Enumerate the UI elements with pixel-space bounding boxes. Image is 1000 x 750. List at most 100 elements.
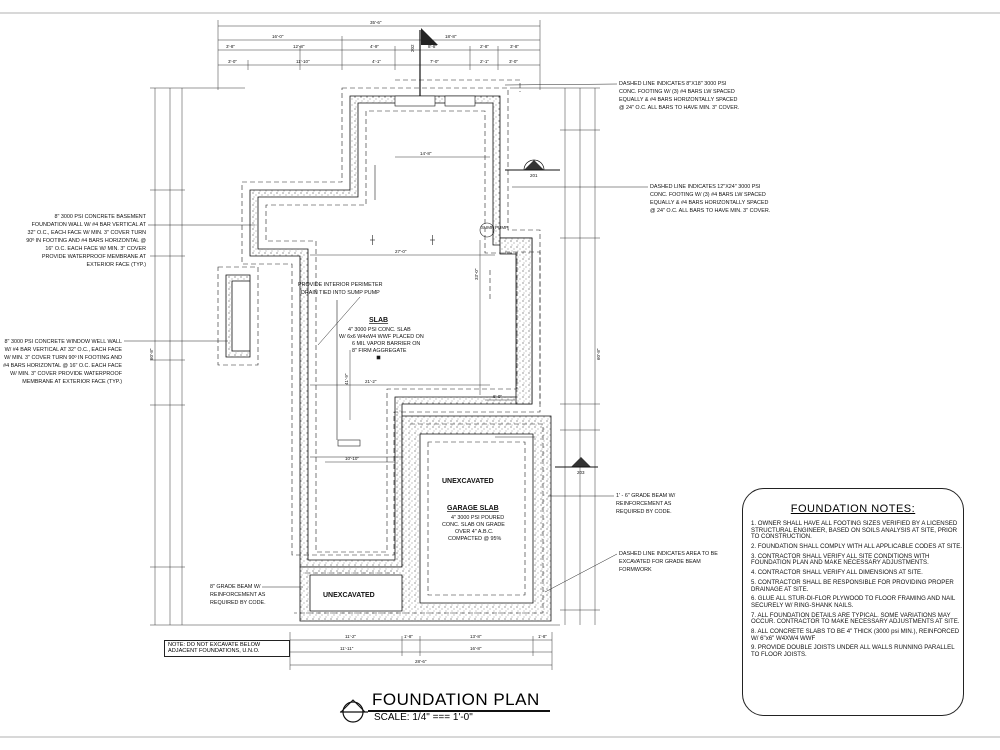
callout-grade-beam-8: 8" GRADE BEAM W/ REINFORCEMENT AS REQUIR… — [210, 584, 266, 606]
dim-bottom-total: 28'-6" — [415, 659, 427, 664]
dim-left-total: 60'-8" — [149, 348, 154, 360]
foundation-note: 6. GLUE ALL STUR-DI-FLOR PLYWOOD TO FLOO… — [751, 595, 956, 609]
svg-text:16" O.C. EACH FACE W/ MIN. 3: 16" O.C. EACH FACE W/ MIN. 3" COVER — [45, 246, 146, 252]
foundation-note: 3. CONTRACTOR SHALL VERIFY ALL SITE COND… — [751, 552, 930, 567]
svg-text:6 MIL VAPOR BARRIER ON: 6 MIL VAPOR BARRIER ON — [352, 341, 420, 347]
svg-text:1' - 6" GRADE BEAM W/: 1' - 6" GRADE BEAM W/ — [616, 493, 676, 499]
dim-top-row2-b: 12'-8" — [293, 44, 305, 49]
garage-grade-beam — [299, 415, 552, 622]
dim-top-row3-f: 3'-0" — [509, 59, 518, 64]
right-window-well — [499, 237, 533, 405]
slab-spec: 4" 3000 PSI CONC. SLAB W/ 6x6 W4xW4 WWF … — [339, 327, 424, 354]
dim-top-row3-b: 11'-10" — [296, 59, 310, 64]
svg-text:203: 203 — [577, 470, 585, 475]
callout-grade-beam-1-6: 1' - 6" GRADE BEAM W/ REINFORCEMENT AS R… — [616, 493, 676, 515]
svg-text:DASHED LINE INDICATES AREA TO: DASHED LINE INDICATES AREA TO BE — [619, 551, 718, 557]
excavate-note: NOTE: DO NOT EXCAVATE BELOW ADJACENT FOU… — [164, 640, 290, 657]
foundation-note: 5. CONTRACTOR SHALL BE RESPONSIBLE FOR P… — [751, 578, 954, 593]
slab-title: SLAB — [369, 317, 388, 324]
interior-details — [310, 165, 535, 458]
dim-interior-6-0: 6'-0" — [493, 394, 502, 399]
svg-text:OVER 4" A.B.C.: OVER 4" A.B.C. — [455, 529, 493, 535]
svg-text:EXCAVATED FOR GRADE BEAM: EXCAVATED FOR GRADE BEAM — [619, 559, 701, 565]
svg-text:W/ MIN. 3" COVER PROVIDE WATER: W/ MIN. 3" COVER PROVIDE WATERPROOF — [10, 371, 123, 377]
svg-text:EXTERIOR FACE (TYP.): EXTERIOR FACE (TYP.) — [86, 262, 146, 268]
dim-interior-33-0: 33'-0" — [474, 268, 479, 280]
foundation-note: 2. FOUNDATION SHALL COMPLY WITH ALL APPL… — [751, 542, 962, 550]
dim-bottom-row1-b: 1'-8" — [404, 634, 413, 639]
leader-grade-beam-area — [544, 553, 618, 593]
svg-text:@ 24" O.C. ALL BARS TO HAVE MI: @ 24" O.C. ALL BARS TO HAVE MIN. 3" COVE… — [650, 208, 770, 214]
callout-footing-12x24: DASHED LINE INDICATES 12"X24" 3000 PSI C… — [650, 184, 770, 214]
svg-text:REINFORCEMENT AS: REINFORCEMENT AS — [616, 501, 672, 507]
svg-text:@ 24" O.C. ALL BARS TO HAVE MI: @ 24" O.C. ALL BARS TO HAVE MIN. 3" COVE… — [619, 105, 739, 111]
svg-text:DASHED LINE INDICATES 8"X18" 3: DASHED LINE INDICATES 8"X18" 3000 PSI — [619, 81, 726, 87]
callout-window-well: 8" 3000 PSI CONCRETE WINDOW WELL WALL W/… — [3, 339, 123, 385]
dim-interior-21-2: 21'-2" — [365, 379, 377, 384]
svg-text:REQUIRED BY CODE.: REQUIRED BY CODE. — [616, 509, 672, 515]
drawing-scale: SCALE: 1/4" === 1'-0" — [374, 712, 473, 723]
unexcavated-right-label: UNEXCAVATED — [442, 478, 494, 485]
foundation-note: 4. CONTRACTOR SHALL VERIFY ALL DIMENSION… — [751, 569, 923, 577]
svg-text:8" 3000 PSI CONCRETE BASEMENT: 8" 3000 PSI CONCRETE BASEMENT — [55, 214, 147, 220]
dim-interior-41-9: 41'-9" — [344, 373, 349, 385]
svg-text:90º IN FOOTING AND #4 BARS HOR: 90º IN FOOTING AND #4 BARS HORIZONTAL @ — [26, 238, 146, 244]
dim-interior-10-10: 10'-10" — [345, 456, 359, 461]
dim-top-row3-a: 3'-0" — [228, 59, 237, 64]
svg-text:DASHED LINE INDICATES 12"X24": DASHED LINE INDICATES 12"X24" 3000 PSI — [650, 184, 760, 190]
window-well-wall — [225, 274, 251, 358]
drawing-title-underline — [368, 710, 550, 712]
foundation-note: 9. PROVIDE DOUBLE JOISTS UNDER ALL WALLS… — [751, 644, 955, 658]
svg-text:EQUALLY & #4 BARS HORIZONTALLY: EQUALLY & #4 BARS HORIZONTALLY SPACED — [619, 97, 737, 103]
dim-right-total: 60'-8" — [596, 348, 601, 360]
dim-bottom-row1-d: 1'-8" — [538, 634, 547, 639]
dim-bottom-row1-a: 11'-2" — [345, 634, 357, 639]
svg-text:8" FIRM AGGREGATE: 8" FIRM AGGREGATE — [352, 348, 407, 354]
svg-text:W/ 6x6 W4xW4 WWF PLACED ON: W/ 6x6 W4xW4 WWF PLACED ON — [339, 334, 424, 340]
dim-top-total: 35'-6" — [370, 20, 382, 25]
leader-footing-8x18 — [504, 83, 618, 86]
svg-text:4" 3000 PSI CONC. SLAB: 4" 3000 PSI CONC. SLAB — [348, 327, 411, 333]
garage-slab-title: GARAGE SLAB — [447, 505, 499, 512]
dim-top-row3-d: 7'-0" — [430, 59, 439, 64]
dim-top-row1-b: 18'-8" — [445, 34, 457, 39]
svg-text:COMPACTED @ 95%: COMPACTED @ 95% — [448, 536, 502, 542]
svg-text:8" 3000 PSI CONCRETE WINDOW WE: 8" 3000 PSI CONCRETE WINDOW WELL WALL — [5, 339, 122, 345]
svg-text:4" 3000 PSI POURED: 4" 3000 PSI POURED — [451, 515, 504, 521]
dim-top-row2-d: 8'-8" — [428, 44, 437, 49]
top-wall-notch — [394, 95, 436, 107]
svg-text:32" O.C., EACH FACE W/ MIN. 3: 32" O.C., EACH FACE W/ MIN. 3" COVER TUR… — [28, 230, 147, 236]
dim-top-row3-e: 2'-1" — [480, 59, 489, 64]
foundation-notes-title: FOUNDATION NOTES: — [790, 503, 916, 515]
foundation-notes-panel: FOUNDATION NOTES: 1. OWNER SHALL HAVE AL… — [742, 488, 964, 716]
dim-interior-14-8: 14'-8" — [420, 151, 432, 156]
drain-note: PROVIDE INTERIOR PERIMETER DRAIN TIED IN… — [298, 282, 383, 296]
svg-text:REINFORCEMENT AS: REINFORCEMENT AS — [210, 592, 266, 598]
garage-slab-spec: 4" 3000 PSI POURED CONC. SLAB ON GRADE O… — [442, 515, 505, 542]
section-marker-202: 202 — [410, 28, 438, 96]
svg-text:REQUIRED BY CODE.: REQUIRED BY CODE. — [210, 600, 266, 606]
dim-bottom-row2-a: 11'-11" — [340, 646, 354, 651]
svg-text:W/ #4 BAR VERTICAL AT 32" O.C.: W/ #4 BAR VERTICAL AT 32" O.C., EACH FAC… — [5, 347, 123, 353]
svg-text:201: 201 — [530, 173, 538, 178]
foundation-note: 8. ALL CONCRETE SLABS TO BE 4" THICK (30… — [751, 628, 960, 642]
foundation-note: 1. OWNER SHALL HAVE ALL FOOTING SIZES VE… — [751, 520, 958, 541]
svg-text:CONC. SLAB ON GRADE: CONC. SLAB ON GRADE — [442, 522, 505, 528]
dim-top-row2-a: 3'-8" — [226, 44, 235, 49]
unexcavated-left-label: UNEXCAVATED — [323, 592, 375, 599]
svg-text:PROVIDE INTERIOR PERIMETER: PROVIDE INTERIOR PERIMETER — [298, 282, 383, 288]
foundation-notes-list: 1. OWNER SHALL HAVE ALL FOOTING SIZES VE… — [751, 520, 963, 662]
callout-grade-beam-area: DASHED LINE INDICATES AREA TO BE EXCAVAT… — [619, 551, 718, 573]
top-wall-notch-2 — [444, 95, 476, 107]
svg-text:PROVIDE WATERPROOF MEMBRANE AT: PROVIDE WATERPROOF MEMBRANE AT — [42, 254, 147, 260]
sump-pump-label: SUMP PUMP — [481, 225, 508, 230]
svg-text:CONC. FOOTING W/ (3) #4 BARS L: CONC. FOOTING W/ (3) #4 BARS LW SPACED — [619, 89, 735, 95]
svg-text:MEMBRANE AT EXTERIOR FACE (TYP: MEMBRANE AT EXTERIOR FACE (TYP.) — [22, 379, 122, 385]
svg-text:202: 202 — [410, 44, 415, 52]
svg-text:FOUNDATION WALL W/ #4 BAR VERT: FOUNDATION WALL W/ #4 BAR VERTICAL AT — [32, 222, 147, 228]
section-marker-203: 203 — [555, 457, 598, 475]
dim-top-row2-f: 3'-8" — [510, 44, 519, 49]
svg-text:CONC. FOOTING W/ (3) #4 BARS L: CONC. FOOTING W/ (3) #4 BARS LW SPACED — [650, 192, 766, 198]
svg-text:FORMWORK: FORMWORK — [619, 567, 652, 573]
